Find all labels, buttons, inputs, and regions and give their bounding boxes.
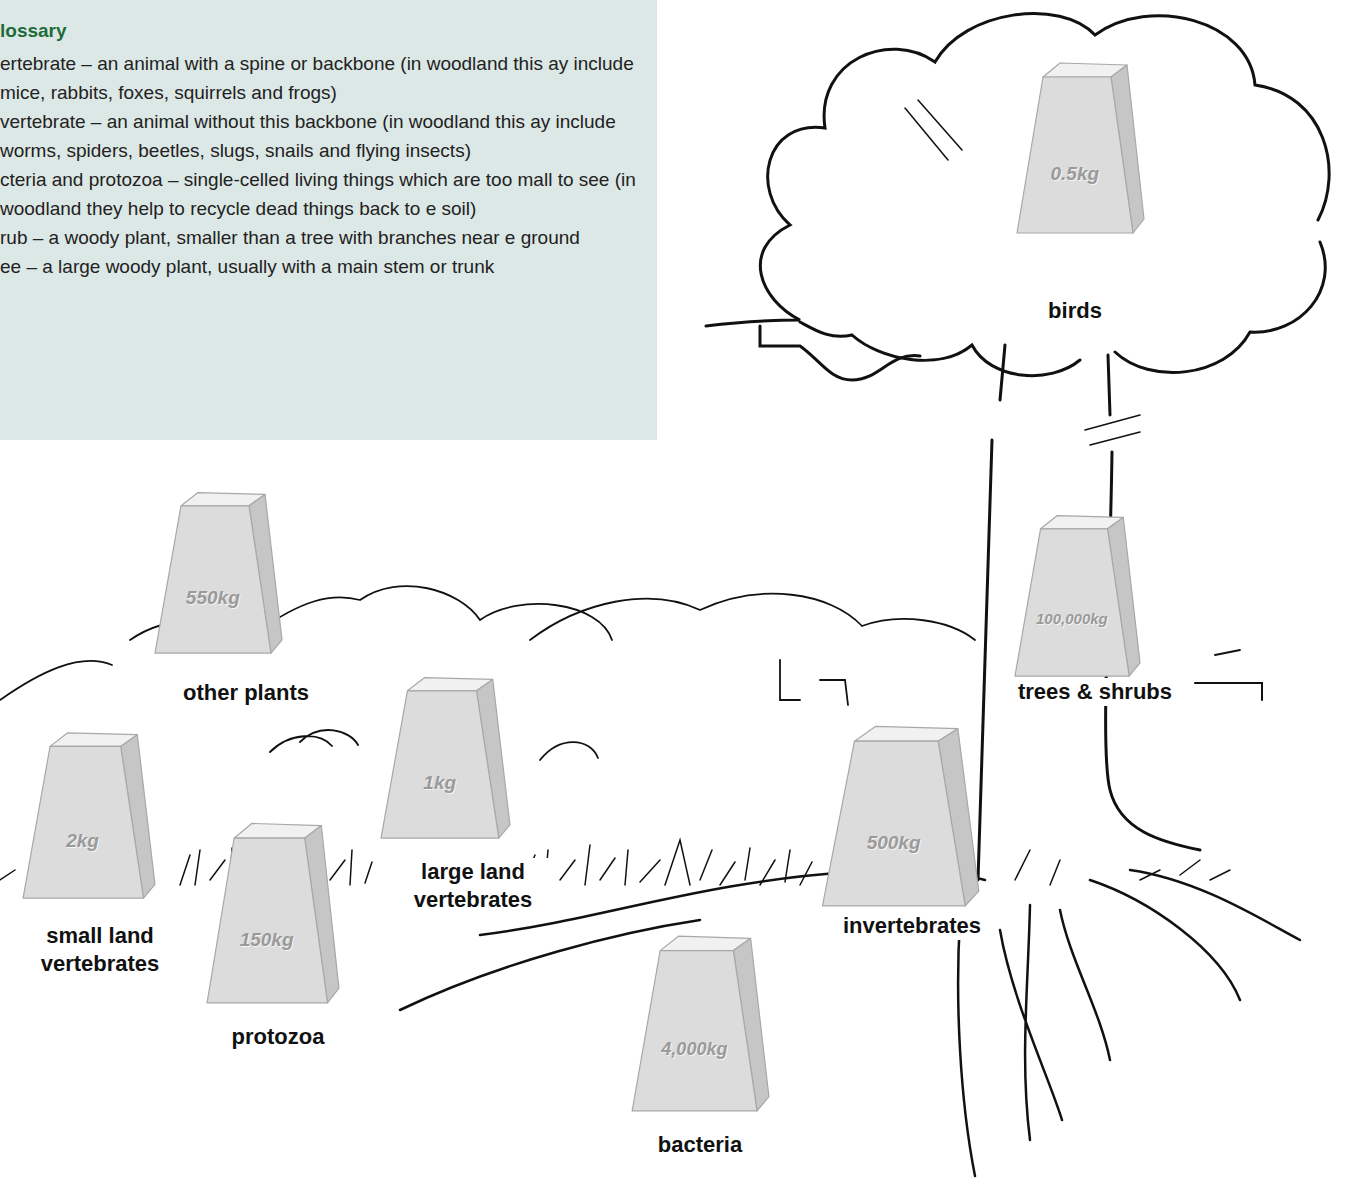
weight-front — [822, 741, 965, 906]
weight-front — [23, 746, 143, 898]
glossary-entry: ertebrate – an animal with a spine or ba… — [0, 49, 649, 107]
weight-front — [632, 951, 757, 1111]
weight-body: 100,000kg — [1013, 508, 1141, 678]
glossary-entry: vertebrate – an animal without this back… — [0, 107, 649, 165]
glossary-entry: rub – a woody plant, smaller than a tree… — [0, 223, 649, 252]
tree-trunk — [1106, 355, 1200, 850]
weight-label: trees & shrubs — [1015, 678, 1175, 706]
weight-node: 550kg other plants — [118, 485, 318, 707]
weight-body: 550kg — [153, 485, 283, 655]
tree-canopy — [800, 322, 1080, 376]
glossary-box: lossary ertebrate – an animal with a spin… — [0, 0, 657, 440]
glossary-entry: cteria and protozoa – single-celled livi… — [0, 165, 649, 223]
glossary-entry: ee – a large woody plant, usually with a… — [0, 252, 649, 281]
weight-label: large land vertebrates — [398, 858, 548, 914]
weight-node: 100,000kg trees & shrubs — [967, 508, 1187, 706]
weight-label: protozoa — [229, 1023, 328, 1051]
weight-value: 2kg — [21, 830, 145, 852]
bracket — [1195, 683, 1262, 700]
weight-shape — [21, 725, 156, 900]
weight-label: other plants — [180, 679, 312, 707]
weight-body: 2kg — [21, 725, 156, 900]
weight-value: 100,000kg — [1013, 610, 1131, 627]
weight-body: 500kg — [820, 718, 980, 908]
weight-shape — [205, 815, 340, 1005]
weight-value: 500kg — [820, 832, 967, 854]
weight-front — [1015, 529, 1129, 676]
weight-shape — [820, 718, 980, 908]
grass — [0, 840, 1230, 885]
tree-trunk — [978, 345, 1005, 880]
glossary-title: lossary — [0, 16, 649, 45]
weight-front — [155, 506, 271, 653]
tree-roots — [400, 869, 1300, 1176]
weight-value: 550kg — [153, 587, 273, 609]
tree-canopy — [706, 14, 1329, 326]
weight-label: invertebrates — [840, 912, 984, 940]
weight-node: 500kg invertebrates — [800, 718, 1000, 940]
weight-shape — [1015, 55, 1145, 235]
weight-front — [381, 691, 499, 838]
weight-shape — [630, 928, 770, 1113]
weight-label: birds — [1045, 297, 1105, 325]
weight-node: 1kglarge land vertebrates — [370, 670, 520, 914]
weight-node: 0.5kg birds — [980, 55, 1180, 325]
weight-body: 1kg — [379, 670, 511, 840]
weight-shape — [153, 485, 283, 655]
weight-shape — [1013, 508, 1141, 678]
weight-body: 4,000kg — [630, 928, 770, 1113]
weight-node: 2kgsmall land vertebrates — [13, 725, 163, 978]
weight-node: 150kg protozoa — [172, 815, 372, 1051]
tree-canopy — [1115, 242, 1325, 372]
weight-body: 150kg — [205, 815, 340, 1005]
weight-label: bacteria — [655, 1131, 745, 1159]
weight-value: 0.5kg — [1015, 163, 1135, 185]
weight-front — [1017, 77, 1133, 233]
weight-value: 1kg — [379, 772, 500, 794]
weight-body: 0.5kg — [1015, 55, 1145, 235]
weight-value: 4,000kg — [630, 1039, 759, 1060]
weight-shape — [379, 670, 511, 840]
weight-front — [207, 838, 327, 1003]
weight-value: 150kg — [205, 929, 329, 951]
tree-branch — [760, 326, 920, 380]
weight-node: 4,000kg bacteria — [600, 928, 800, 1159]
weight-label: small land vertebrates — [25, 922, 175, 978]
